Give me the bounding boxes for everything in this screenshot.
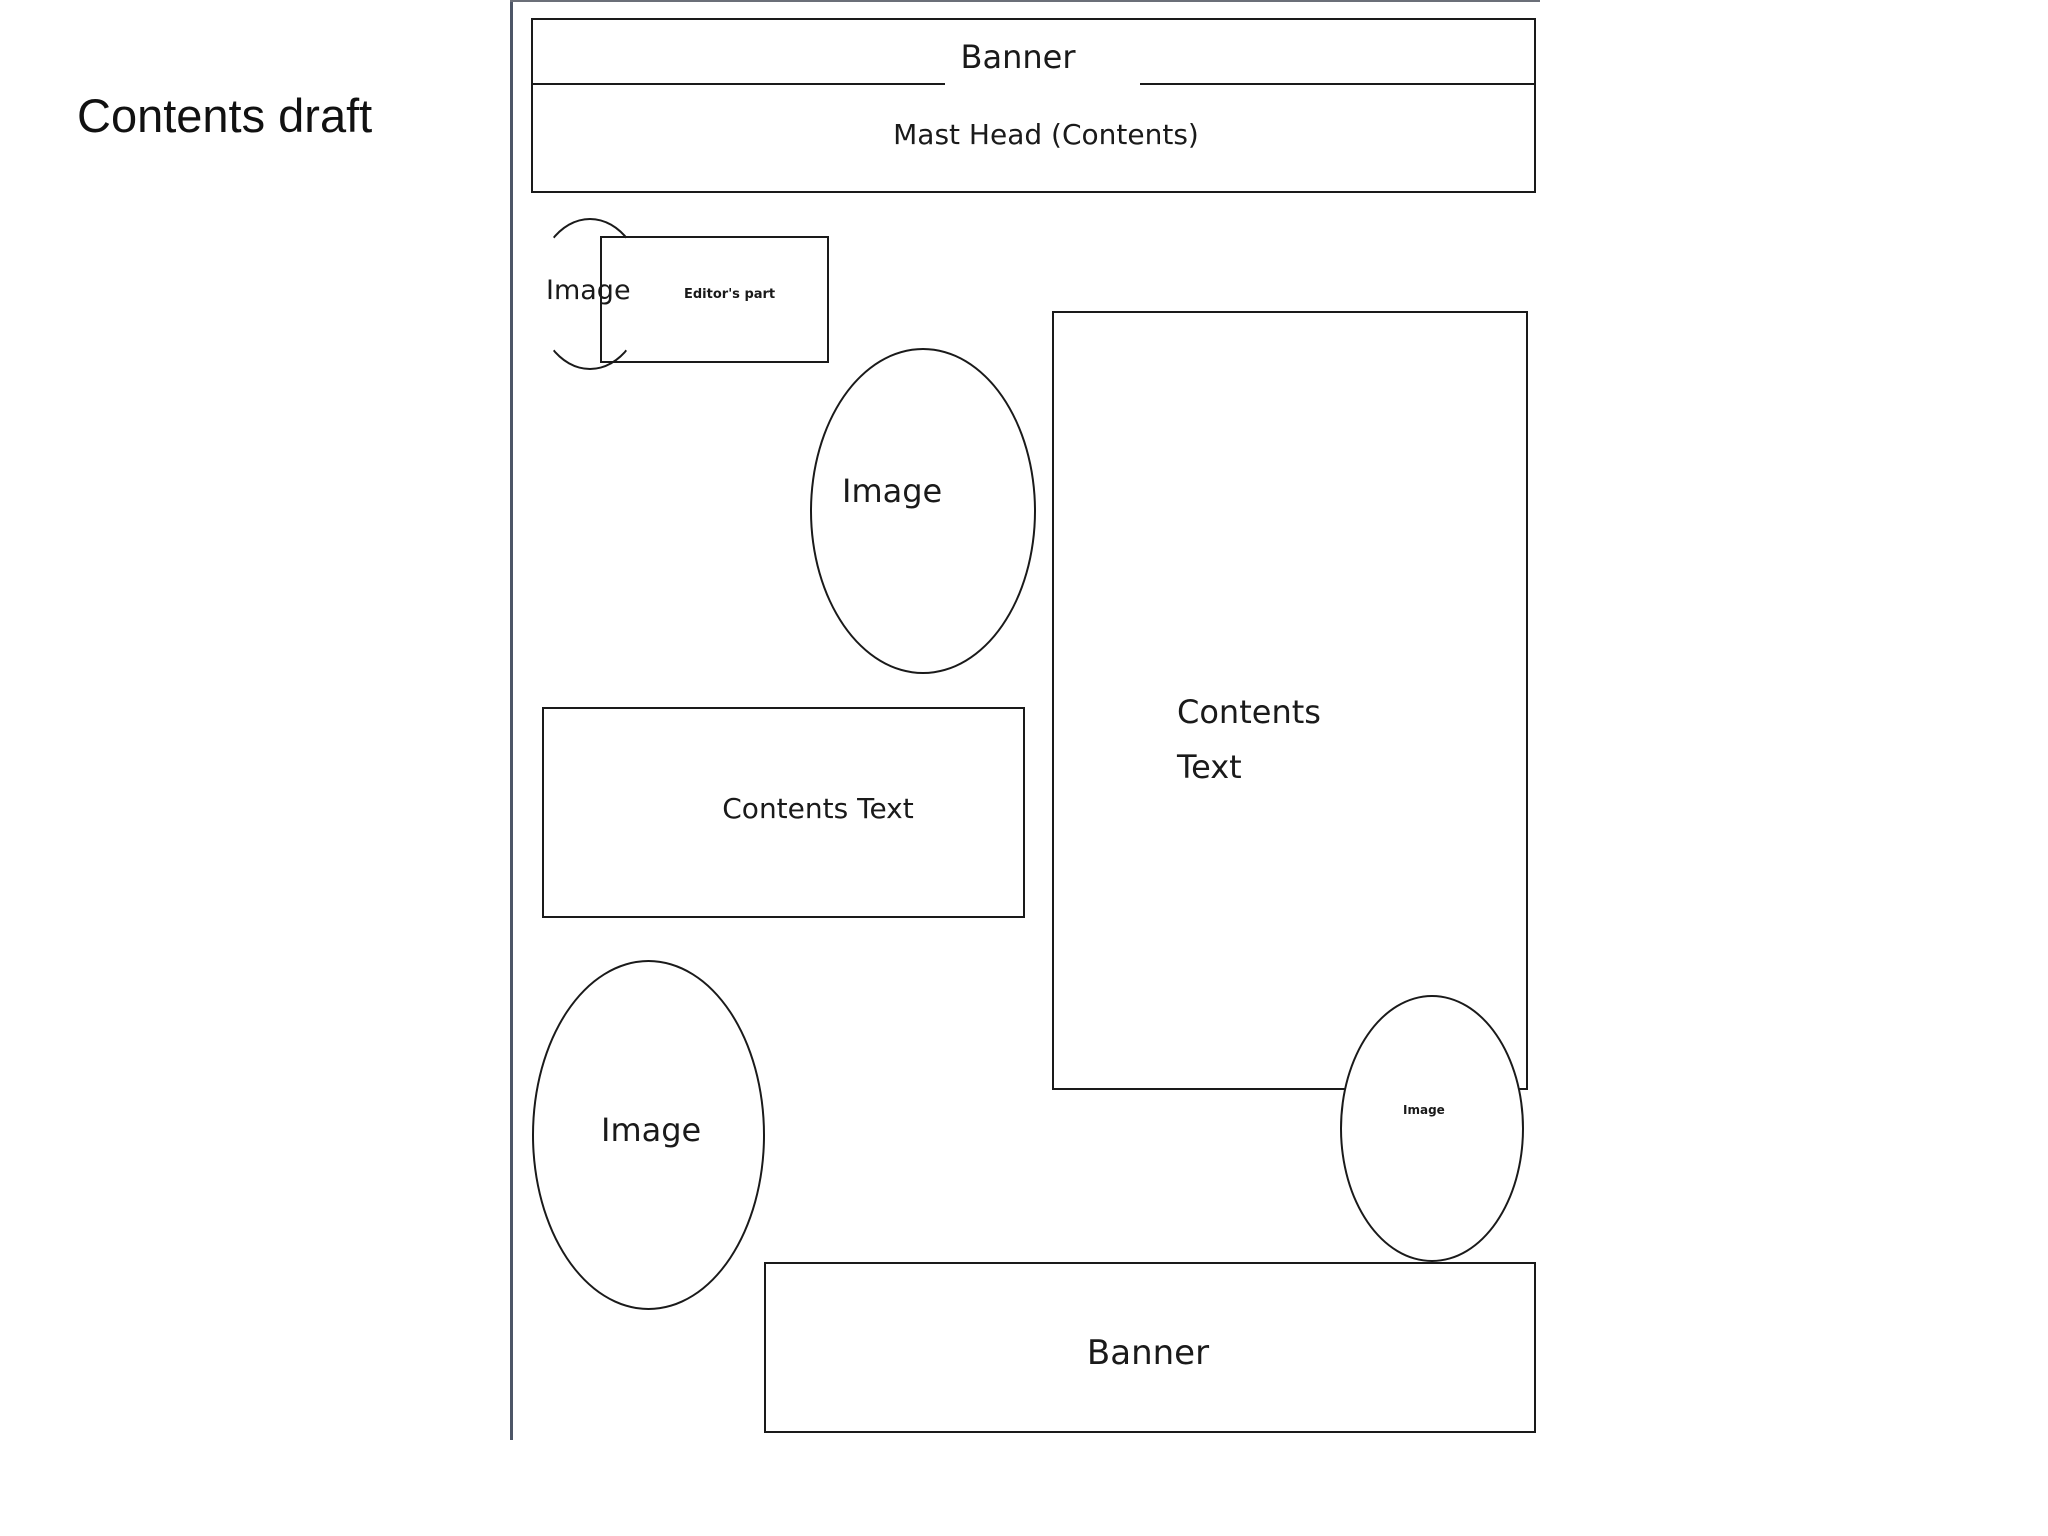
top-banner-label: Banner xyxy=(960,38,1076,76)
page-top-edge xyxy=(510,0,1540,2)
top-banner-divider-right xyxy=(1140,83,1536,85)
contents-text-box xyxy=(542,707,1025,918)
editor-image-label: Image xyxy=(546,275,631,306)
contents-text-large-line2: Text xyxy=(1177,748,1242,786)
slide-title: Contents draft xyxy=(77,89,373,142)
image-middle-label: Image xyxy=(842,472,943,510)
page-left-edge xyxy=(510,0,513,1440)
image-middle-oval xyxy=(810,348,1036,674)
top-banner-box xyxy=(531,18,1536,193)
image-small-oval xyxy=(1340,995,1524,1262)
editors-part-label: Editor's part xyxy=(684,287,776,302)
bottom-banner-box xyxy=(764,1262,1536,1433)
image-lower-left-oval xyxy=(532,960,765,1310)
contents-text-small-label: Contents Text xyxy=(722,792,914,825)
image-small-label: Image xyxy=(1403,1103,1445,1117)
image-lower-left-label: Image xyxy=(601,1111,702,1149)
bottom-banner-label: Banner xyxy=(1086,1333,1210,1373)
contents-text-large-line1: Contents xyxy=(1177,693,1321,731)
masthead-label: Mast Head (Contents) xyxy=(893,118,1199,151)
contents-text-column xyxy=(1052,311,1528,1090)
top-banner-divider-left xyxy=(531,83,945,85)
editor-image-oval xyxy=(534,218,646,370)
